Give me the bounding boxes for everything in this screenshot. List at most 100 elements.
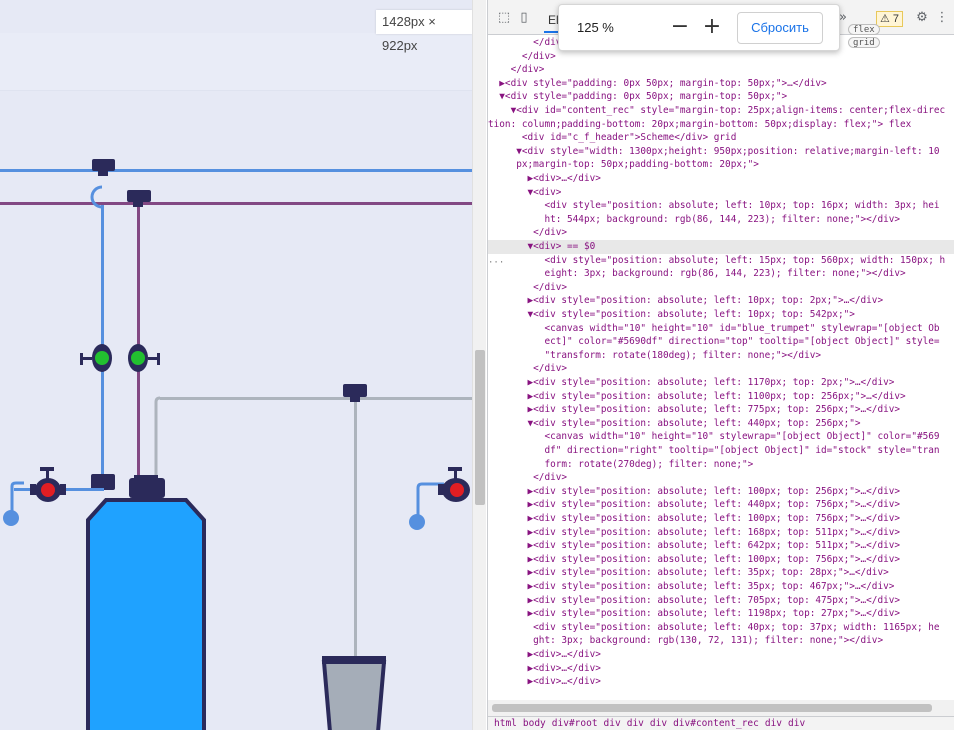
blue-horizontal-pipe [0,169,472,172]
dom-tree-line[interactable]: ▶<div>…</div> [488,649,601,660]
dom-tree-line[interactable]: </div> [488,227,568,239]
purple-horizontal-pipe [0,202,472,205]
devtools-panel: ⬚ ▯ El » ⚠ 7 ⚙ ⋮ flex grid </div> </div>… [487,0,954,730]
dom-tree-line[interactable]: ▶<div style="position: absolute; left: 4… [488,499,901,511]
dom-tree-line[interactable]: ▶<div style="position: absolute; left: 1… [488,295,884,307]
zoom-out-button[interactable]: − [670,14,690,39]
zoom-level: 125 % [577,20,614,35]
breadcrumb-item[interactable]: div [649,718,668,729]
more-tabs-icon[interactable]: » [839,10,847,25]
green-valve-left [80,344,112,372]
breadcrumb-item[interactable]: div#content_rec [673,718,759,729]
dom-tree-line[interactable]: ▶<div style="position: absolute; left: 7… [488,594,901,606]
viewport-size-badge: 1428px × 922px [376,10,472,53]
dom-tree-line[interactable]: ▼<div> == $0 [488,240,954,254]
scheme-diagram [0,159,472,730]
dom-tree-line[interactable]: ▶<div style="position: absolute; left: 3… [488,581,895,592]
dom-tree-line[interactable]: ght: 3px; background: rgb(130, 72, 131);… [488,635,884,647]
gray-bucket [321,660,387,730]
node-actions-icon[interactable]: ··· [488,258,505,268]
dom-tree-line[interactable]: </div> [488,64,545,76]
gray-corner-pipe [154,396,161,488]
breadcrumb-item[interactable]: div [626,718,644,729]
dom-tree-line[interactable]: ▼<div style="padding: 0px 50px; margin-t… [488,91,788,103]
dom-tree-line[interactable]: ▶<div style="position: absolute; left: 1… [488,390,906,402]
zoom-in-button[interactable]: + [702,14,722,39]
dom-tree-line[interactable]: </div> [488,281,568,293]
dom-tree-line[interactable]: ▶<div style="position: absolute; left: 1… [488,526,901,538]
gray-vertical-pipe [354,400,357,658]
page-viewport[interactable]: 1428px × 922px [0,0,472,730]
grid-badge[interactable]: grid [848,37,880,48]
dom-tree-line[interactable]: ▶<div style="position: absolute; left: 1… [488,377,895,388]
dom-tree-line[interactable]: <div style="position: absolute; left: 40… [488,621,940,633]
dom-tree-line[interactable]: ▼<div style="width: 1300px;height: 950px… [488,145,940,157]
dom-tree-line[interactable]: </div> [488,472,568,484]
dom-tree-line[interactable]: form: rotate(270deg); filter: none;"> [488,458,754,470]
dom-tree-line[interactable]: <div id="c_f_header">Scheme</div> grid [488,132,737,144]
dom-tree-line[interactable]: df" direction="right" tooltip="[object O… [488,445,940,456]
breadcrumb-item[interactable]: body [522,718,546,729]
kebab-icon[interactable]: ⋮ [935,10,949,25]
dom-tree-line[interactable]: ▼<div style="position: absolute; left: 4… [488,417,861,429]
dom-tree-hscrollbar[interactable] [488,700,954,716]
dom-tree-line[interactable]: ▶<div style="position: absolute; left: 6… [488,540,901,552]
tank-connector-left [91,474,115,490]
breadcrumb-item[interactable]: div#root [551,718,598,729]
dom-tree-line[interactable]: px;margin-top: 50px;padding-bottom: 20px… [488,159,759,171]
dom-tree-line[interactable]: ▼<div> [488,186,562,198]
dom-tree-line[interactable]: ▶<div style="padding: 0px 50px; margin-t… [488,77,827,89]
blue-drain-left-ball [3,510,19,526]
breadcrumb-item[interactable]: div [764,718,783,729]
warnings-badge[interactable]: ⚠ 7 [876,11,904,27]
dom-tree-line[interactable]: ▶<div>…</div> [488,662,601,674]
inspect-element-icon[interactable]: ⬚ [497,10,511,25]
top-connector-blue [92,159,115,171]
dom-tree-line[interactable]: ▶<div style="position: absolute; left: 1… [488,485,901,497]
dom-tree-line[interactable]: ▶<div>…</div> [488,676,601,688]
blue-tank [86,498,206,730]
dom-tree-line[interactable]: eight: 3px; background: rgb(86, 144, 223… [488,268,906,280]
dom-tree-line[interactable]: ▶<div style="position: absolute; left: 1… [488,553,901,565]
top-connector-purple-stem [133,201,143,207]
dom-tree-line[interactable]: "transform: rotate(180deg); filter: none… [488,349,822,361]
zoom-popup: 125 % − + Сбросить [558,4,840,51]
red-valve-right [438,467,470,502]
dom-tree-line[interactable]: tion: column;padding-bottom: 20px;margin… [488,118,912,130]
breadcrumb-item[interactable]: div [603,718,621,729]
dom-tree-line[interactable]: <canvas width="10" height="10" id="blue_… [488,322,940,334]
viewport-scrollbar[interactable] [472,0,486,730]
dom-tree-line[interactable]: ▼<div style="position: absolute; left: 1… [488,309,855,320]
blue-drain-right [416,482,444,522]
gear-icon[interactable]: ⚙ [916,10,928,25]
dom-tree-line[interactable]: ▶<div style="position: absolute; left: 3… [488,567,889,579]
dom-tree-line[interactable]: </div> [488,50,556,62]
dom-tree-line[interactable]: ▶<div style="position: absolute; left: 1… [488,608,901,620]
dom-tree-line[interactable]: ect]" color="#5690df" direction="top" to… [488,336,940,348]
dom-tree-line[interactable]: ht: 544px; background: rgb(86, 144, 223)… [488,213,901,225]
gray-horizontal-pipe [160,397,472,400]
dom-tree-line[interactable]: ▶<div style="position: absolute; left: 1… [488,513,901,524]
dom-tree-hscroll-thumb[interactable] [492,704,932,712]
zoom-reset-button[interactable]: Сбросить [737,12,823,44]
dom-tree-line[interactable]: ▶<div>…</div> [488,173,601,184]
dom-tree[interactable]: </div> </div> </div> ▶<div style="paddin… [488,36,954,716]
dom-tree-line[interactable]: <canvas width="10" height="10" stylewrap… [488,431,940,443]
dom-tree-line[interactable]: <div style="position: absolute; left: 15… [488,254,946,266]
tank-connector-mid [129,478,165,498]
viewport-scroll-thumb[interactable] [475,350,485,505]
breadcrumb-item[interactable]: html [494,718,517,729]
dom-tree-line[interactable]: ▼<div id="content_rec" style="margin-top… [488,105,946,116]
dom-tree-line[interactable]: </div> [488,37,568,48]
flex-badge[interactable]: flex [848,24,880,35]
dom-tree-line[interactable]: ▶<div style="position: absolute; left: 7… [488,404,901,416]
active-tab-indicator [544,31,562,33]
tab-elements[interactable]: El [548,13,559,27]
top-connector-purple [127,190,151,202]
dom-tree-line[interactable]: </div> [488,363,568,375]
green-valve-right [128,344,160,372]
breadcrumb-item[interactable]: div [788,718,806,729]
device-toolbar-icon[interactable]: ▯ [520,10,528,25]
red-valve-left [30,467,66,502]
dom-tree-line[interactable]: <div style="position: absolute; left: 10… [488,200,940,212]
